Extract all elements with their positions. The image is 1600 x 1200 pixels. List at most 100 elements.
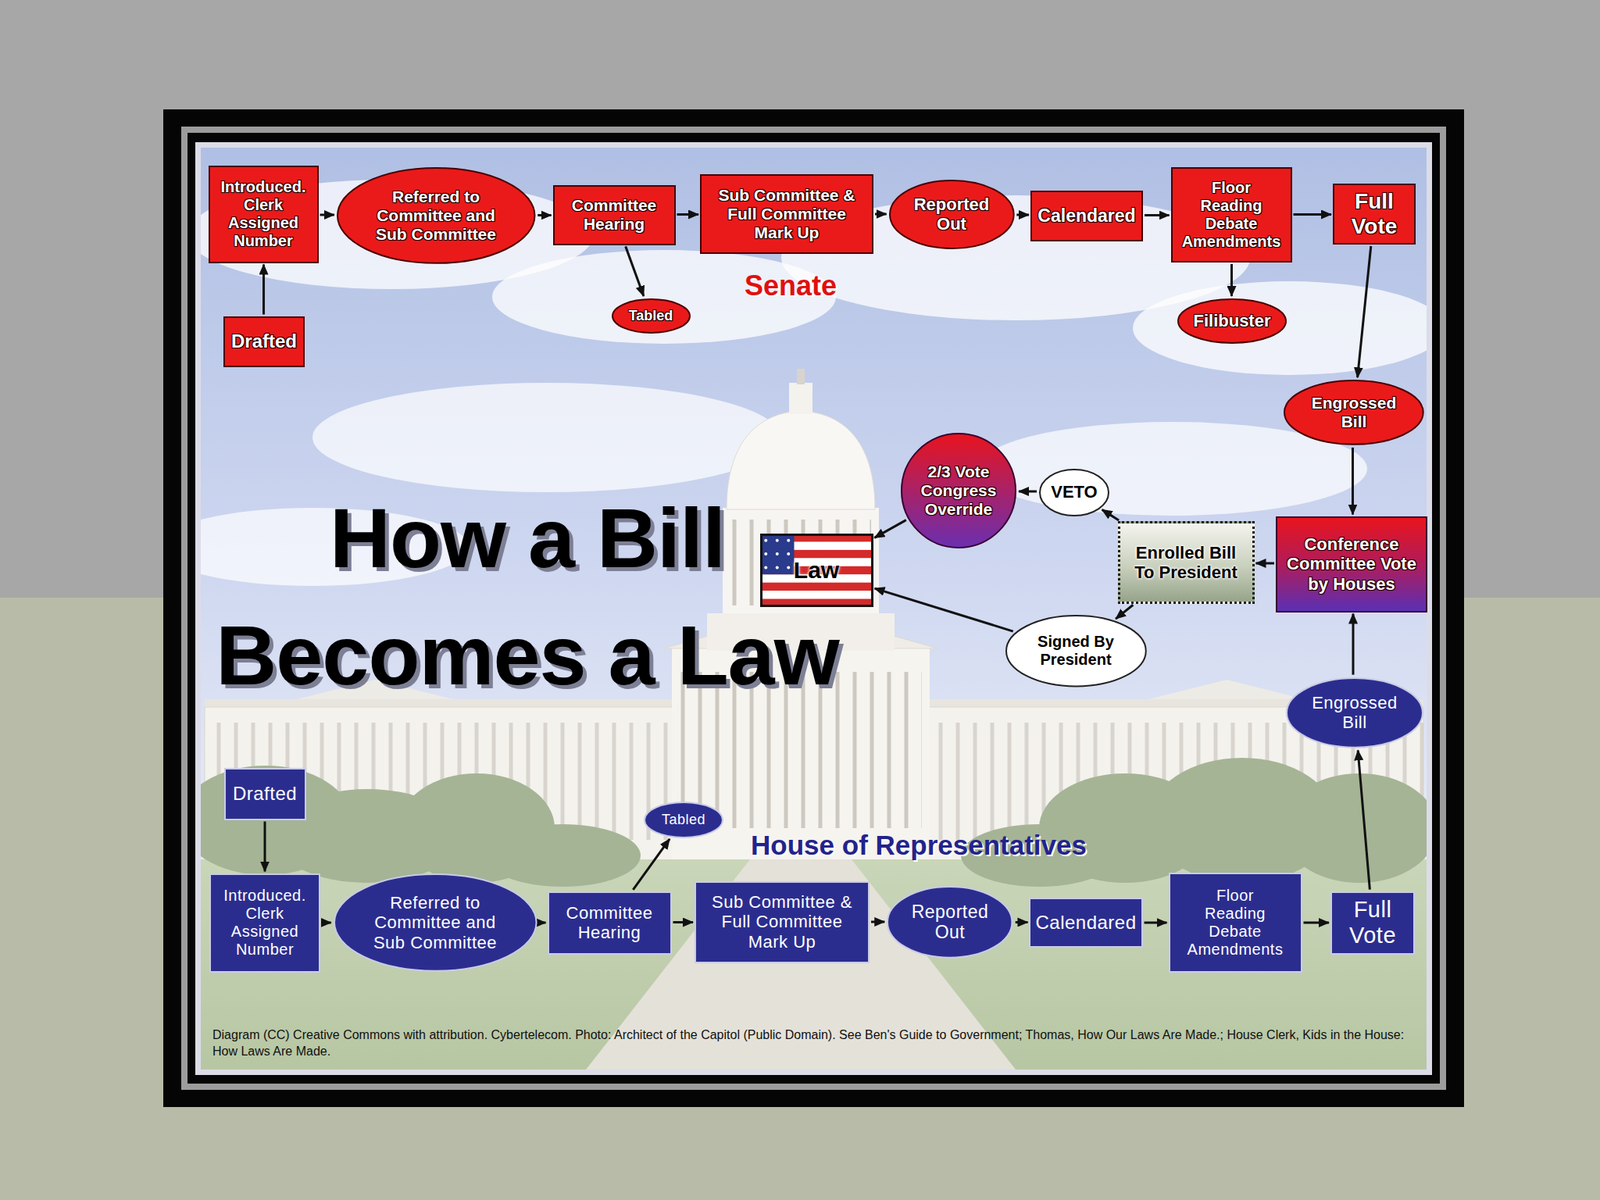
decision-ellipse: VETO: [1038, 467, 1111, 518]
step-label: Referred to Committee and Sub Committee: [367, 187, 504, 244]
senate-step-box: Calendared: [1030, 190, 1143, 242]
house-step-ellipse: Reported Out: [885, 885, 1014, 960]
senate-step-box: Drafted: [223, 316, 305, 368]
node-text-group: Reported Out: [909, 901, 991, 943]
section-heading-block: Senate: [744, 269, 837, 303]
flow-arrow: [875, 212, 887, 215]
capitol-photo: [200, 147, 1427, 1070]
flow-arrow: [1303, 921, 1330, 925]
flow-arrow: [1018, 490, 1037, 493]
node-text-group: Engrossed Bill: [1309, 393, 1399, 432]
senate-step-ellipse: Tabled: [610, 297, 692, 335]
step-label: Engrossed Bill: [1309, 692, 1400, 733]
flag-star: [786, 539, 790, 543]
flow-arrow: [625, 246, 644, 297]
flow-arrow: [874, 520, 907, 539]
node-text-group: VETO: [1050, 482, 1098, 502]
step-label: Reported Out: [910, 194, 992, 235]
flow-arrow: [1015, 921, 1029, 924]
senate-step-box: Sub Committee & Full Committee Mark Up: [700, 174, 874, 254]
step-label: Enrolled Bill To President: [1125, 542, 1248, 583]
flow-arrow: [874, 588, 1013, 632]
node-text-group: Sub Committee & Full Committee Mark Up: [709, 892, 855, 952]
section-heading: Senate: [744, 269, 837, 303]
flow-arrow: [1351, 447, 1354, 515]
step-label: Sub Committee & Full Committee Mark Up: [709, 892, 855, 952]
flow-arrow: [1256, 562, 1275, 565]
step-label: Law: [793, 557, 840, 585]
step-label: Committee Hearing: [559, 196, 670, 234]
flag-border: [760, 535, 872, 607]
flag-star: [764, 539, 768, 543]
flow-arrow: [1293, 213, 1333, 216]
node-text-group: 2/3 Vote Congress Override: [915, 462, 1003, 519]
house-step-ellipse: Referred to Committee and Sub Committee: [332, 872, 539, 973]
node-text-group: Filibuster: [1192, 310, 1271, 331]
node-shape: [612, 299, 690, 333]
node-text-group: Referred to Committee and Sub Committee: [367, 187, 504, 244]
conference-box: Conference Committee Vote by Houses: [1275, 516, 1428, 613]
node-text-group: Enrolled Bill To President: [1125, 542, 1248, 583]
node-shape: [889, 180, 1015, 249]
senate-step-box: Full Vote: [1332, 183, 1416, 245]
node-shape: [1006, 615, 1147, 686]
title-block: How a Bill Becomes a Law: [199, 479, 856, 715]
step-label: Sub Committee & Full Committee Mark Up: [716, 185, 858, 243]
step-label: Tabled: [661, 811, 706, 829]
senate-step-ellipse: Reported Out: [888, 178, 1016, 250]
flow-arrow: [321, 921, 332, 924]
node-shape: [1178, 299, 1286, 343]
flow-arrow: [632, 839, 670, 890]
step-label: Engrossed Bill: [1309, 393, 1399, 432]
flag-stripe: [760, 582, 874, 592]
flow-arrow: [1357, 750, 1370, 890]
flow-arrow: [1115, 604, 1133, 619]
node-text-group: Tabled: [661, 811, 706, 829]
node-text-group: Full Vote: [1336, 896, 1409, 950]
node-text-group: Drafted: [231, 330, 297, 353]
node-text-group: Signed By President: [1025, 632, 1126, 669]
step-label: Calendared: [1035, 911, 1136, 934]
flow-arrow: [262, 264, 265, 315]
flow-arrow: [871, 920, 885, 923]
caption: Diagram (CC) Creative Commons with attri…: [212, 1026, 1416, 1060]
flow-arrow: [1351, 614, 1354, 675]
step-label: Drafted: [231, 330, 297, 353]
node-text-group: Full Vote: [1339, 189, 1410, 240]
photo-border: [195, 142, 1433, 1075]
senate-step-ellipse: Filibuster: [1176, 297, 1288, 345]
house-step-box: Committee Hearing: [547, 891, 672, 955]
house-step-box: Floor Reading Debate Amendments: [1168, 872, 1303, 973]
flow-arrow: [1144, 214, 1170, 217]
step-label: Full Vote: [1339, 189, 1410, 240]
node-text-group: Floor Reading Debate Amendments: [1185, 886, 1286, 959]
flag-star: [775, 566, 779, 570]
house-step-ellipse: Tabled: [642, 800, 725, 840]
step-label: Referred to Committee and Sub Committee: [367, 892, 503, 953]
flow-arrow: [673, 921, 694, 924]
senate-step-box: Committee Hearing: [553, 185, 676, 246]
house-step-ellipse: Engrossed Bill: [1285, 676, 1425, 750]
flag-stripe: [760, 590, 874, 600]
step-label: Committee Hearing: [553, 903, 666, 943]
flag-canton: [760, 533, 795, 575]
node-text-group: Referred to Committee and Sub Committee: [367, 892, 503, 953]
house-step-box: Drafted: [224, 767, 307, 821]
caption-block: Diagram (CC) Creative Commons with attri…: [212, 1026, 1416, 1060]
step-label: Full Vote: [1336, 896, 1409, 950]
senate-step-ellipse: Engrossed Bill: [1282, 378, 1425, 447]
flow-arrow: [320, 213, 335, 216]
node-text-group: Committee Hearing: [559, 196, 670, 234]
node-shape: [901, 433, 1016, 548]
step-label: Conference Committee Vote by Houses: [1282, 534, 1422, 594]
frame-outer: [163, 109, 1465, 1108]
step-label: Signed By President: [1025, 632, 1126, 669]
node-text-group: Floor Reading Debate Amendments: [1180, 178, 1283, 251]
flow-arrow: [677, 213, 700, 216]
flag-star: [764, 552, 768, 556]
step-label: Floor Reading Debate Amendments: [1180, 178, 1283, 251]
flow-arrow: [1102, 509, 1120, 521]
flag-star: [775, 552, 779, 556]
flow-arrow: [264, 821, 267, 872]
